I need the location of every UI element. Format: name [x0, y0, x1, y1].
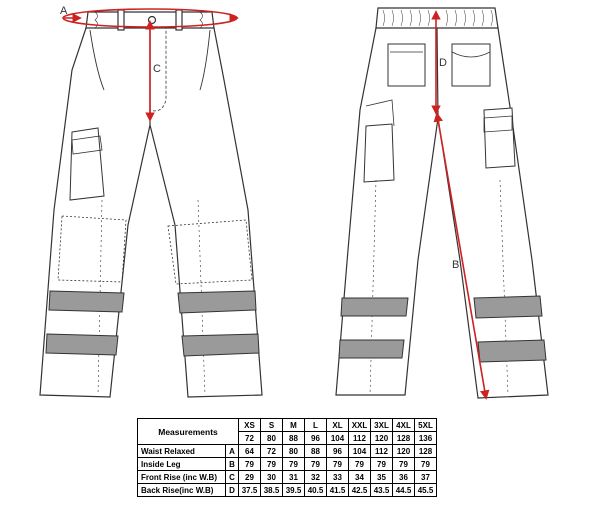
front-view-trousers	[39, 9, 263, 398]
waist-size-value: 120	[370, 431, 393, 445]
measurement-value: 44.5	[392, 483, 415, 497]
back-pocket-left	[387, 43, 426, 87]
measurement-key: A	[225, 444, 239, 458]
back-waistband	[375, 7, 499, 29]
measurement-value: 64	[238, 444, 261, 458]
measurement-value: 79	[282, 457, 305, 471]
trouser-technical-drawings: A C D B	[39, 5, 549, 400]
dimension-label-c: C	[153, 63, 161, 75]
size-label: XL	[326, 418, 349, 432]
measurement-value: 42.5	[348, 483, 371, 497]
waist-size-value: 72	[238, 431, 261, 445]
measurement-value: 35	[370, 470, 393, 484]
measurement-value: 104	[348, 444, 371, 458]
size-label: L	[304, 418, 327, 432]
dimension-label-b: B	[452, 259, 459, 271]
front-cargo-pocket	[69, 127, 105, 201]
measurement-label: Back Rise(inc W.B)	[137, 483, 226, 497]
size-label: XS	[238, 418, 261, 432]
measurement-key: B	[225, 457, 239, 471]
front-knee-pad-left	[57, 215, 127, 283]
measurement-annotations	[62, 8, 490, 400]
measurement-value: 40.5	[304, 483, 327, 497]
measurement-value: 79	[370, 457, 393, 471]
size-label: XXL	[348, 418, 371, 432]
waist-size-value: 136	[414, 431, 437, 445]
measurement-value: 128	[414, 444, 437, 458]
measurement-value: 43.5	[370, 483, 393, 497]
measurement-label: Front Rise (inc W.B)	[137, 470, 226, 484]
measurement-value: 72	[260, 444, 283, 458]
waist-size-value: 128	[392, 431, 415, 445]
measurement-value: 79	[238, 457, 261, 471]
measurement-value: 45.5	[414, 483, 437, 497]
measurement-label: Inside Leg	[137, 457, 226, 471]
measurement-value: 120	[392, 444, 415, 458]
measurement-value: 96	[326, 444, 349, 458]
measurement-label: Waist Relaxed	[137, 444, 226, 458]
front-left-leg	[39, 27, 151, 398]
waist-size-value: 112	[348, 431, 371, 445]
measurement-value: 79	[260, 457, 283, 471]
measurement-value: 34	[348, 470, 371, 484]
measurement-value: 79	[304, 457, 327, 471]
dimension-label-d: D	[439, 57, 447, 69]
back-reflective-bands	[338, 295, 547, 363]
waist-size-value: 104	[326, 431, 349, 445]
waist-size-value: 80	[260, 431, 283, 445]
measurement-value: 80	[282, 444, 305, 458]
measurement-value: 31	[282, 470, 305, 484]
size-label: 4XL	[392, 418, 415, 432]
measurement-value: 79	[414, 457, 437, 471]
measurement-value: 112	[370, 444, 393, 458]
measurement-value: 79	[348, 457, 371, 471]
inside-leg-arrow-b	[433, 112, 490, 400]
front-knee-pad-right	[167, 219, 253, 285]
back-cargo-pocket-left	[363, 123, 395, 183]
measurement-value: 88	[304, 444, 327, 458]
measurement-key: D	[225, 483, 239, 497]
measurement-value: 37	[414, 470, 437, 484]
dimension-label-a: A	[60, 5, 68, 17]
measurement-value: 32	[304, 470, 327, 484]
measurement-value: 39.5	[282, 483, 305, 497]
measurement-value: 41.5	[326, 483, 349, 497]
waist-size-value: 96	[304, 431, 327, 445]
measurement-value: 37.5	[238, 483, 261, 497]
back-pocket-right	[451, 43, 491, 87]
measurement-value: 38.5	[260, 483, 283, 497]
front-reflective-bands	[45, 290, 260, 357]
measurement-value: 79	[326, 457, 349, 471]
size-label: 3XL	[370, 418, 393, 432]
table-header-title: Measurements	[137, 418, 239, 445]
measurement-value: 33	[326, 470, 349, 484]
measurement-key: C	[225, 470, 239, 484]
front-right-leg	[149, 27, 263, 398]
size-label: 5XL	[414, 418, 437, 432]
measurement-value: 29	[238, 470, 261, 484]
measurement-value: 30	[260, 470, 283, 484]
measurement-value: 36	[392, 470, 415, 484]
measurement-value: 79	[392, 457, 415, 471]
size-label: S	[260, 418, 283, 432]
size-label: M	[282, 418, 305, 432]
waist-size-value: 88	[282, 431, 305, 445]
